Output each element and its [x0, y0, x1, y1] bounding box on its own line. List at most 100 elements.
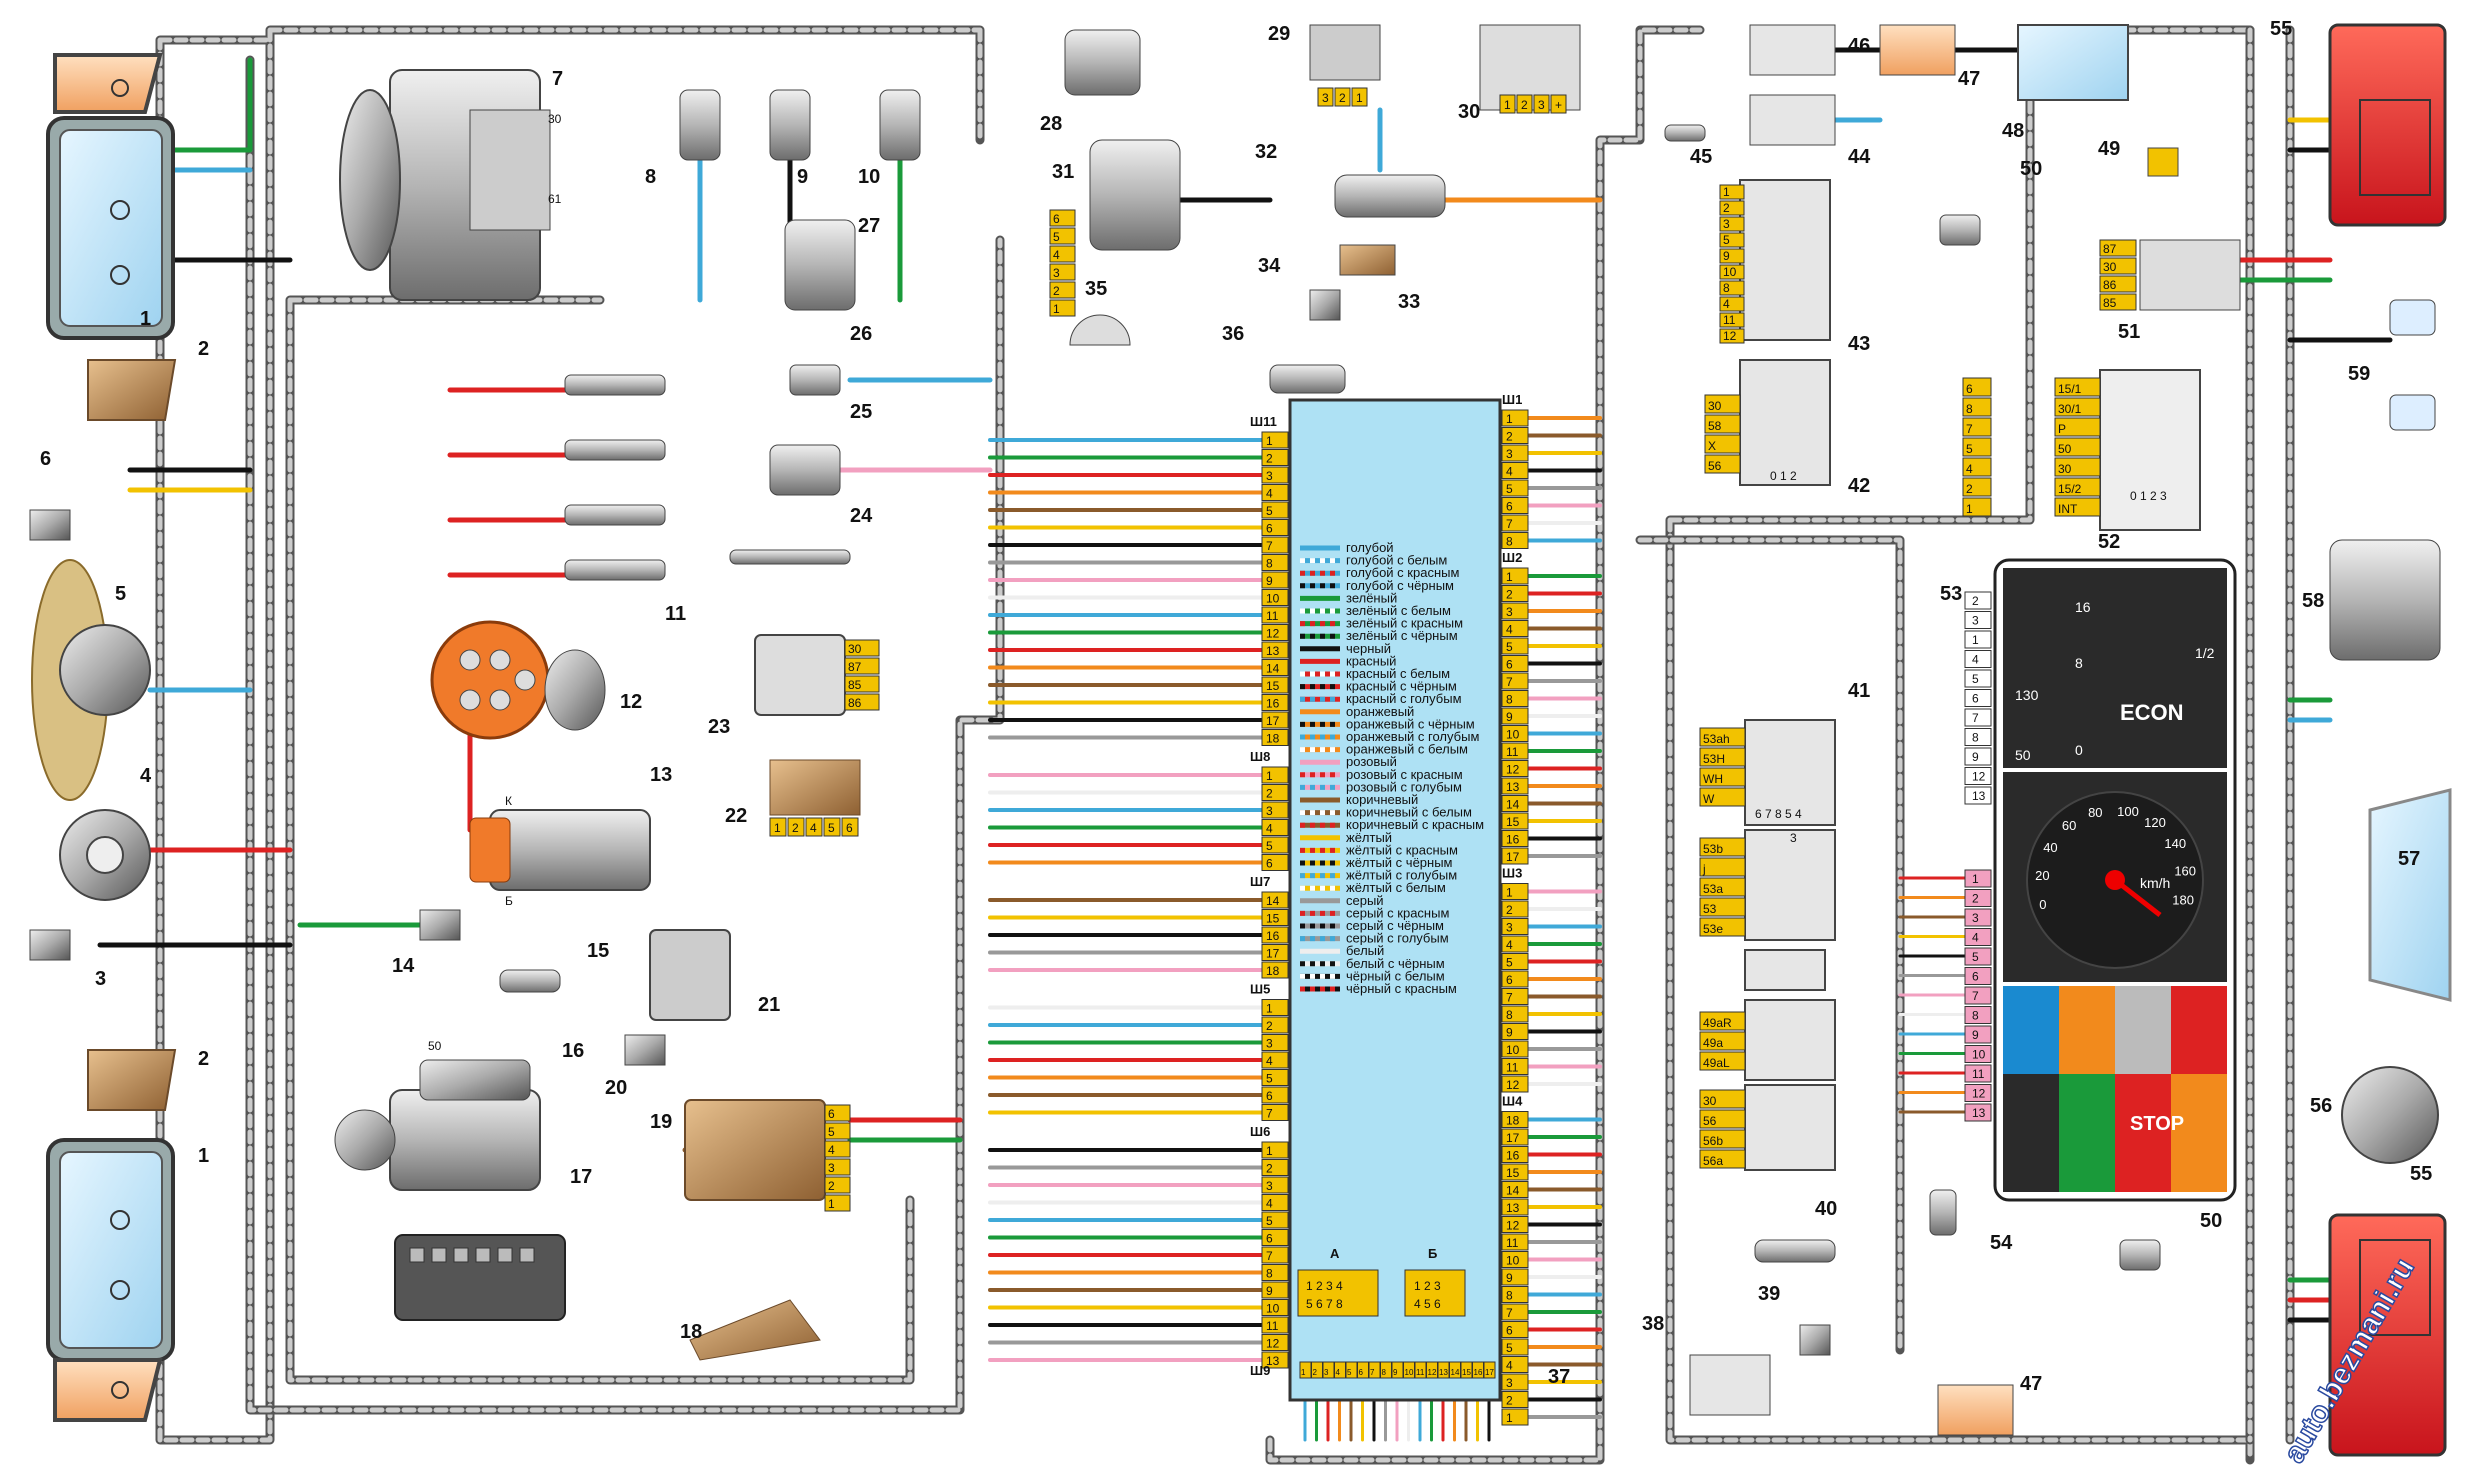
terminal — [1516, 94, 1533, 114]
connector-pin-label: 1 — [1266, 1002, 1273, 1016]
terminal — [787, 817, 805, 837]
switch-41b — [1744, 829, 1836, 941]
terminal-label: 8 — [1966, 402, 1973, 416]
connector-pin — [1261, 999, 1289, 1016]
connector-pin-label: 7 — [1266, 1107, 1273, 1121]
connector-pin — [1501, 1023, 1529, 1040]
terminal-label: 49aR — [1703, 1016, 1732, 1030]
connector-pin-label: 14 — [1266, 894, 1280, 908]
terminal-label: 49aL — [1703, 1056, 1730, 1070]
speed-unit: km/h — [2140, 875, 2170, 891]
connector-pin-label: 3 — [1506, 1376, 1513, 1390]
component-number: 50 — [2020, 158, 2042, 180]
terminal-label: P — [2058, 422, 2066, 436]
cluster-pin-label: 1 — [1972, 633, 1979, 647]
connector-pin — [1261, 1069, 1289, 1086]
coil-terminal-b: Б — [505, 894, 513, 908]
component-number: 33 — [1398, 291, 1420, 313]
speed-tick: 180 — [2172, 892, 2194, 907]
connector-pin-label: 12 — [1506, 1078, 1520, 1092]
terminal — [824, 1158, 851, 1176]
terminal-label: 56a — [1703, 1154, 1723, 1168]
terminal-label: 53e — [1703, 922, 1723, 936]
component-number: 47 — [2020, 1373, 2042, 1395]
switch-49 — [2147, 147, 2179, 177]
connector-pin — [1501, 1408, 1529, 1426]
harness-bundles — [155, 25, 2295, 1465]
connector-pin — [1501, 900, 1529, 918]
terminal — [1049, 281, 1076, 299]
component-number: 38 — [1642, 1313, 1664, 1335]
cluster-pin-label: 2 — [1972, 594, 1979, 608]
legend-label: красный с чёрным — [1346, 679, 1457, 694]
component-number: 19 — [650, 1111, 672, 1133]
connector-pin — [1501, 970, 1529, 988]
terminal-label: 30/1 — [2058, 402, 2082, 416]
switch-41b-positions: 3 — [1790, 831, 1797, 845]
connector-pin-label: 12 — [1266, 627, 1280, 641]
terminal-label: 1 — [1723, 185, 1730, 199]
block-a-label: А — [1330, 1246, 1340, 1261]
connector-pin — [1261, 1299, 1289, 1316]
connector-pin — [1501, 462, 1529, 479]
connector-pin — [1261, 466, 1289, 484]
legend-label: чёрный с белым — [1346, 968, 1445, 983]
terminal-label: 5 — [1723, 233, 1730, 247]
connector-pin — [1261, 1211, 1289, 1229]
terminal-label: 6 — [846, 821, 853, 835]
cluster-pin — [1964, 708, 1992, 727]
lamp-48 — [2017, 24, 2129, 101]
terminal — [824, 1194, 851, 1212]
legend-label: коричневый — [1346, 792, 1418, 807]
terminal-label: 58 — [1708, 419, 1722, 433]
component-number: 54 — [1990, 1232, 2013, 1254]
fuel-sender-56 — [2341, 1066, 2439, 1164]
stop-label: STOP — [2130, 1113, 2184, 1135]
connector-pin-label: 10 — [1266, 1302, 1280, 1316]
connector-pin — [1261, 926, 1289, 944]
connector-pin-label: 9 — [1266, 574, 1273, 588]
terminal-label: 1 — [1356, 91, 1363, 105]
sensor-39 — [1799, 1324, 1831, 1356]
component-number: 8 — [645, 166, 656, 188]
connector-pin-label: 1 — [1266, 769, 1273, 783]
cluster-pin — [1964, 1064, 1992, 1083]
component-number: 2 — [198, 1048, 209, 1070]
sensor-3 — [29, 929, 71, 961]
connector-pin-label: 12 — [1428, 1368, 1437, 1377]
connector-pin-label: 13 — [1266, 644, 1280, 658]
legend-label: серый — [1346, 893, 1384, 908]
component-number: 9 — [797, 166, 808, 188]
component-number: 4 — [140, 765, 152, 787]
connector-pin-label: 9 — [1506, 1026, 1513, 1040]
component-number: 3 — [95, 968, 106, 990]
connector-pin-label: 13 — [1506, 1201, 1520, 1215]
terminal — [805, 817, 823, 837]
radiator-fan — [31, 559, 151, 801]
connector-pin — [1501, 883, 1529, 900]
legend-label: голубой с белым — [1346, 553, 1447, 568]
connector-pin-label: 8 — [1266, 557, 1273, 571]
connector-pin — [1261, 1351, 1289, 1369]
block-b-pins-2: 4 5 6 — [1414, 1297, 1441, 1311]
connector-pin-label: 11 — [1266, 1319, 1279, 1333]
terminal — [1704, 394, 1741, 414]
sensor-6 — [29, 509, 71, 541]
battery — [394, 1234, 566, 1321]
relay-46 — [1749, 24, 1836, 76]
sensor-29 — [1309, 24, 1381, 81]
connector-pin — [1261, 606, 1289, 624]
speed-tick: 120 — [2144, 815, 2166, 830]
cluster-pin-label: 2 — [1972, 892, 1979, 906]
legend-label: красный с белым — [1346, 666, 1450, 681]
module-19 — [684, 1099, 826, 1201]
plate-lamp-1 — [2389, 299, 2436, 336]
connector-pin-label: 7 — [1506, 1306, 1513, 1320]
terminal-label: 87 — [2103, 242, 2117, 256]
component-number: 51 — [2118, 321, 2140, 343]
terminal-label: 30 — [1708, 399, 1722, 413]
cluster-pin-label: 4 — [1972, 653, 1979, 667]
component-number: 30 — [1458, 101, 1480, 123]
